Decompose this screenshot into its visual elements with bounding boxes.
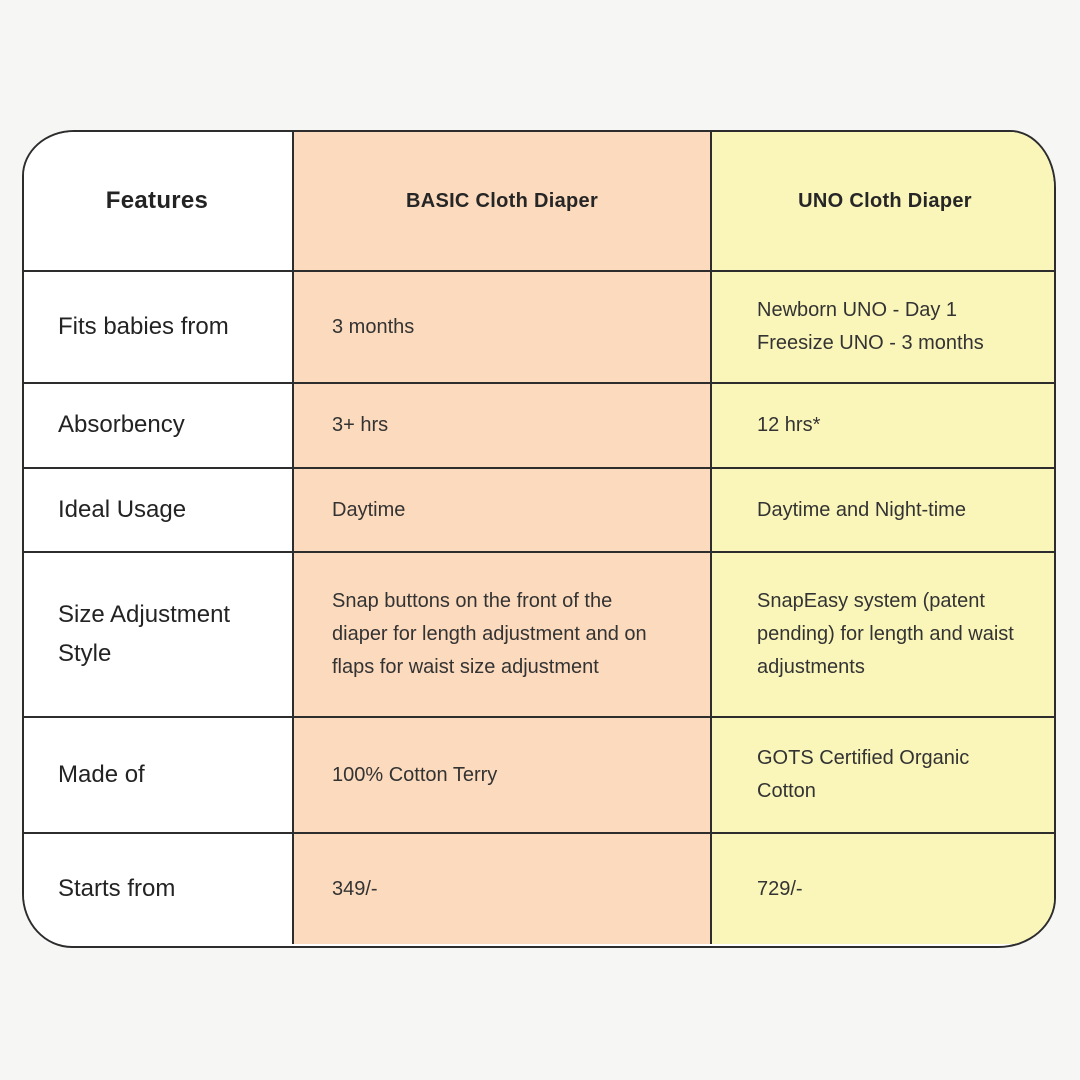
feature-cell: Absorbency [24,382,292,467]
uno-value-cell: SnapEasy system (patent pending) for len… [710,551,1054,716]
uno-value-cell: 729/- [710,832,1054,944]
diaper-comparison-table: Features BASIC Cloth Diaper UNO Cloth Di… [22,130,1056,948]
header-features: Features [24,132,292,270]
basic-value-cell: Snap buttons on the front of the diaper … [292,551,710,716]
header-basic-cloth-diaper: BASIC Cloth Diaper [292,132,710,270]
uno-value-cell: 12 hrs* [710,382,1054,467]
feature-cell: Starts from [24,832,292,944]
basic-value-cell: 349/- [292,832,710,944]
basic-value-cell: Daytime [292,467,710,551]
uno-value-cell: Daytime and Night-time [710,467,1054,551]
uno-value-cell: Newborn UNO - Day 1 Freesize UNO - 3 mon… [710,270,1054,382]
header-uno-cloth-diaper: UNO Cloth Diaper [710,132,1054,270]
basic-value-cell: 100% Cotton Terry [292,716,710,832]
basic-value-cell: 3+ hrs [292,382,710,467]
feature-cell: Size Adjustment Style [24,551,292,716]
feature-cell: Ideal Usage [24,467,292,551]
feature-cell: Fits babies from [24,270,292,382]
basic-value-cell: 3 months [292,270,710,382]
feature-cell: Made of [24,716,292,832]
uno-value-cell: GOTS Certified Organic Cotton [710,716,1054,832]
